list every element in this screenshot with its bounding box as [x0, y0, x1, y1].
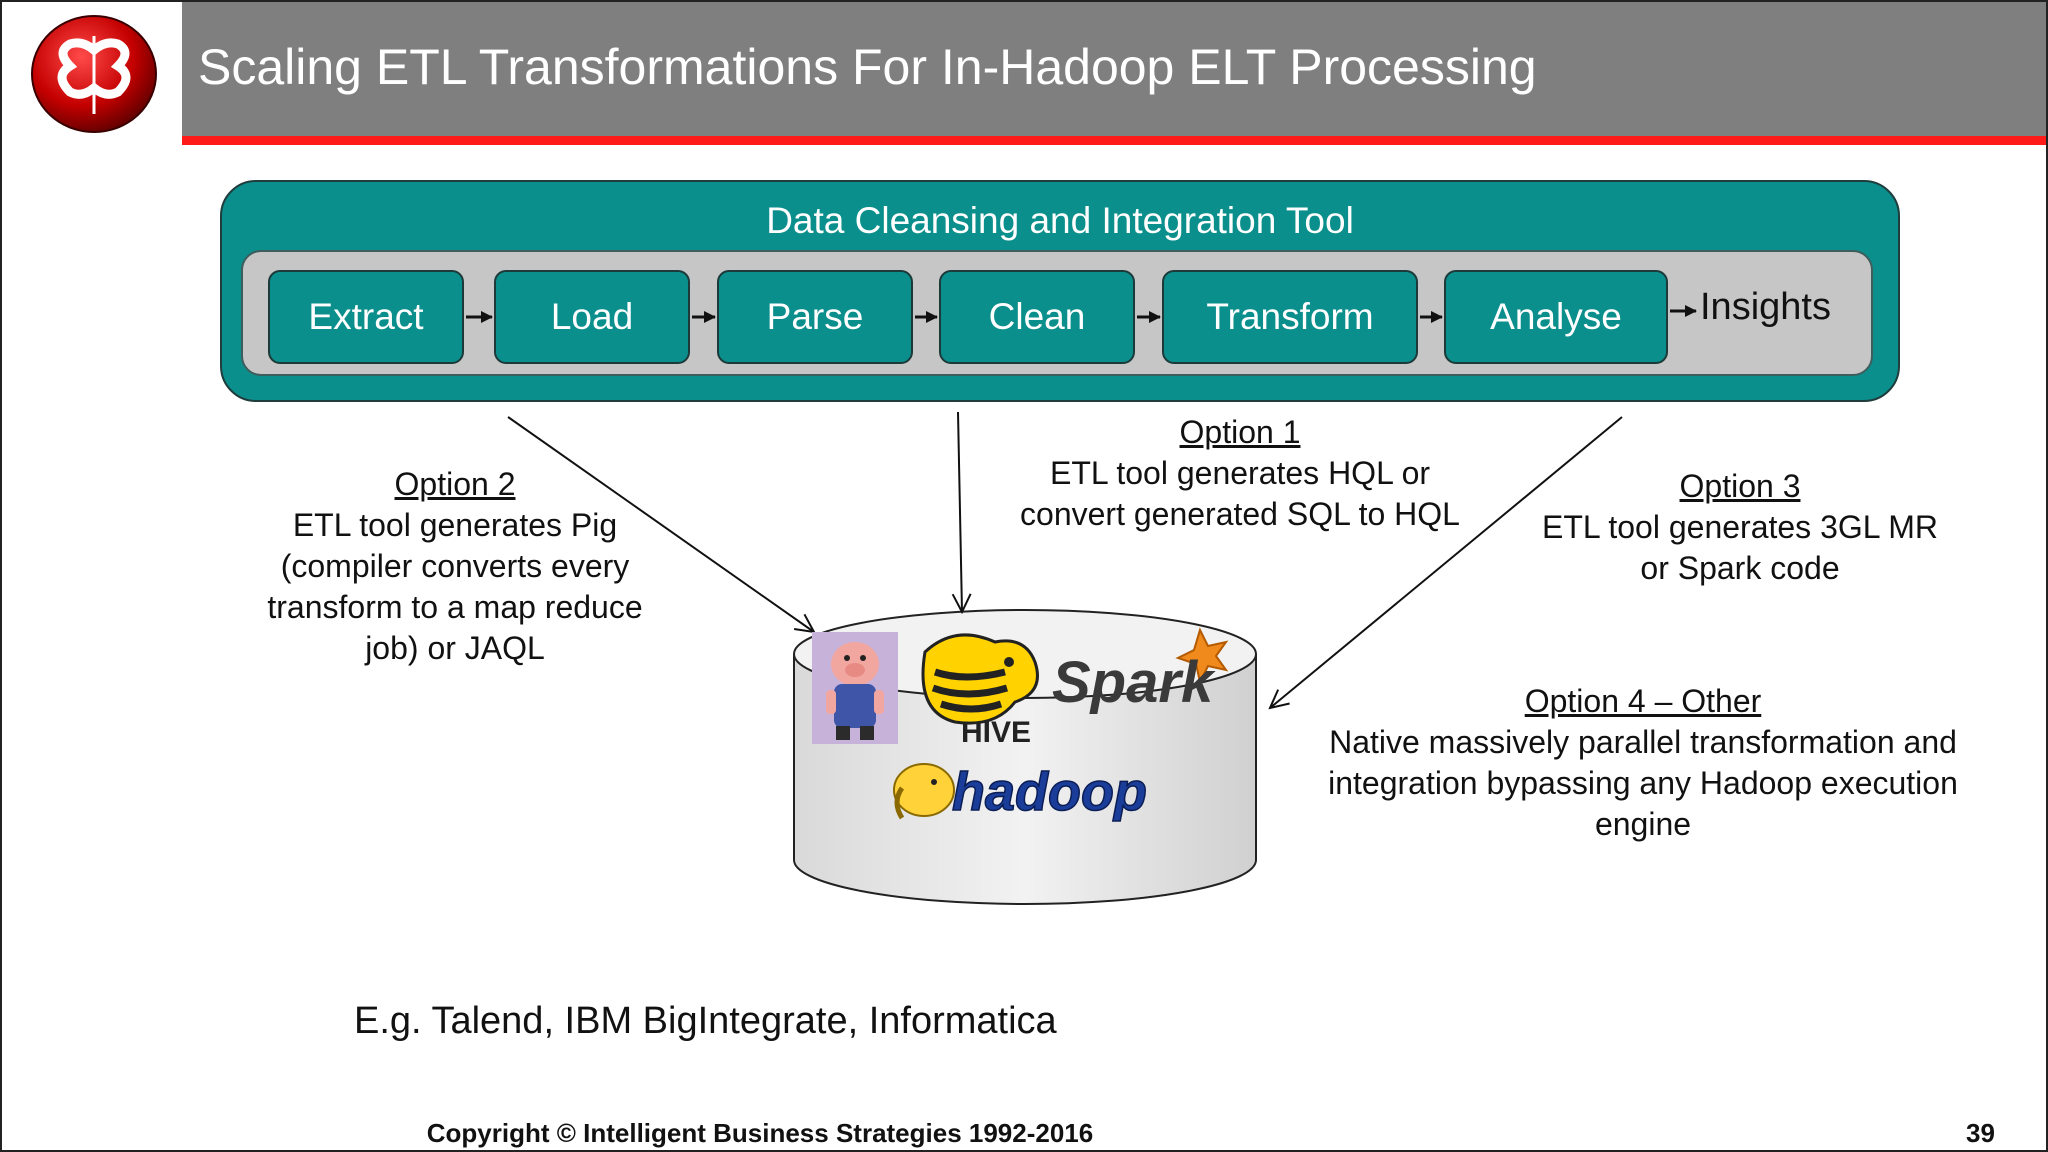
header-bar — [182, 0, 2048, 136]
option-4-line-2: integration bypassing any Hadoop executi… — [1328, 765, 1958, 801]
option-2-line-4: job) or JAQL — [365, 630, 545, 666]
option-4-line-3: engine — [1594, 806, 1692, 842]
option-3-line-2: or Spark code — [1640, 550, 1840, 586]
company-logo-icon — [31, 15, 157, 133]
tool-title: Data Cleansing and Integration Tool — [766, 200, 1354, 241]
arrow-option2 — [507, 416, 814, 632]
header-accent-line — [182, 136, 2048, 145]
slide-title: Scaling ETL Transformations For In-Hadoo… — [198, 39, 1537, 95]
spark-label: Spark — [1052, 650, 1216, 715]
step-extract: Extract — [268, 270, 464, 364]
option-1-line-1: ETL tool generates HQL or — [1049, 455, 1431, 491]
option-2-heading: Option 2 — [394, 466, 516, 502]
option-1-line-2: convert generated SQL to HQL — [1020, 496, 1460, 532]
step-transform: Transform — [1162, 270, 1418, 364]
hive-logo-icon: HIVE — [921, 633, 1039, 744]
arrow-option3 — [1270, 416, 1623, 708]
step-clean: Clean — [939, 270, 1135, 364]
option-2-line-2: (compiler converts every — [280, 548, 630, 584]
insights-label: Insights — [1700, 286, 1831, 328]
option-1-text: Option 1 ETL tool generates HQL or conve… — [1000, 412, 1480, 535]
hive-label: HIVE — [961, 716, 1031, 744]
step-parse: Parse — [717, 270, 913, 364]
option-3-line-1: ETL tool generates 3GL MR — [1541, 509, 1939, 545]
option-3-text: Option 3 ETL tool generates 3GL MR or Sp… — [1510, 466, 1970, 589]
hadoop-label: hadoop — [952, 762, 1147, 822]
step-analyse: Analyse — [1444, 270, 1668, 364]
page-number: 39 — [1966, 1118, 1995, 1148]
option-1-heading: Option 1 — [1179, 414, 1301, 450]
option-2-line-1: ETL tool generates Pig — [292, 507, 618, 543]
option-2-text: Option 2 ETL tool generates Pig (compile… — [240, 464, 670, 669]
hadoop-logo-icon: hadoop — [893, 761, 1148, 823]
option-4-heading: Option 4 – Other — [1524, 683, 1762, 719]
copyright-text: Copyright © Intelligent Business Strateg… — [426, 1118, 1094, 1148]
step-load: Load — [494, 270, 690, 364]
arrow-option1 — [958, 411, 962, 612]
pipeline-arrows — [466, 305, 1697, 323]
spark-logo-icon: Spark — [1052, 627, 1229, 715]
option-4-line-1: Native massively parallel transformation… — [1329, 724, 1957, 760]
pig-logo-icon — [812, 632, 898, 744]
examples-text: E.g. Talend, IBM BigIntegrate, Informati… — [354, 1000, 1057, 1042]
option-4-text: Option 4 – Other Native massively parall… — [1290, 681, 1996, 845]
option-3-heading: Option 3 — [1679, 468, 1801, 504]
option-2-line-3: transform to a map reduce — [267, 589, 643, 625]
